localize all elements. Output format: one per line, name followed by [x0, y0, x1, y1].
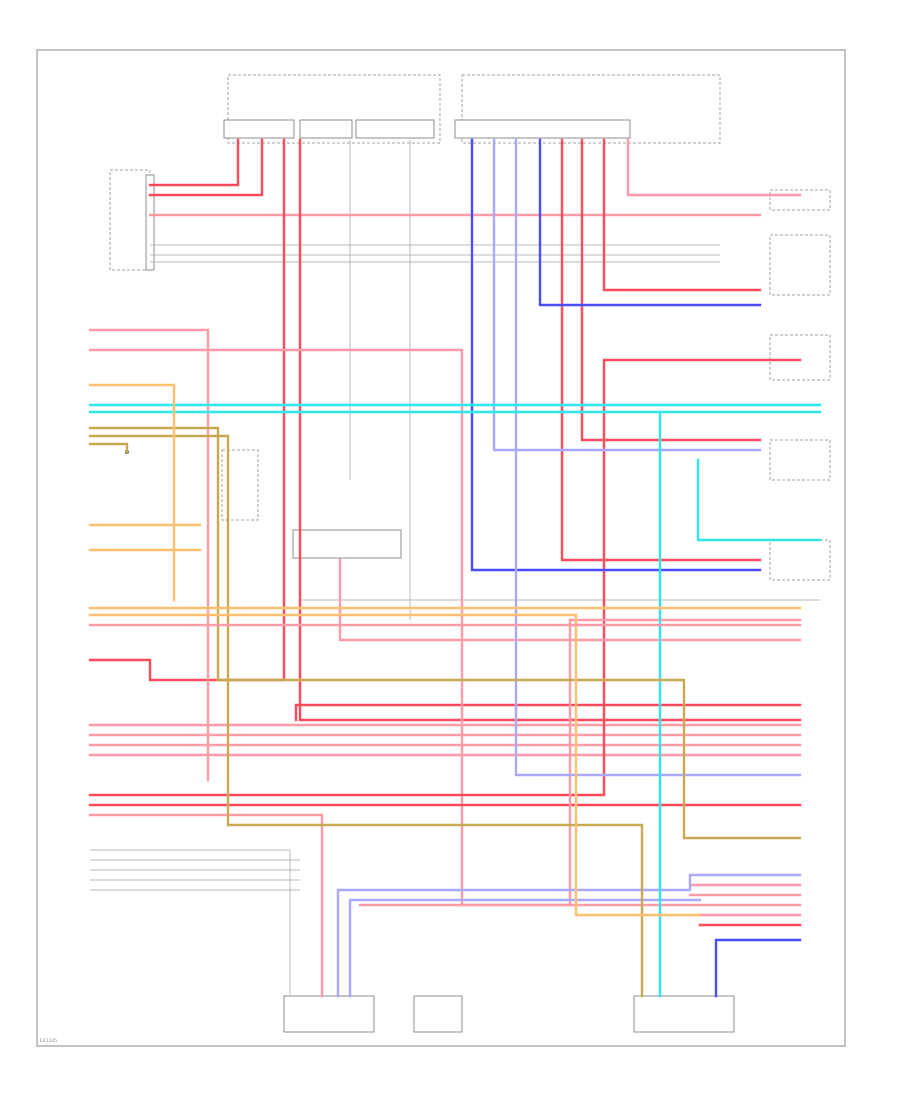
- wire-lav-04: [348, 898, 702, 998]
- top-connector-right: [454, 74, 721, 144]
- wire-pink-01: [626, 138, 802, 197]
- wire-orange-03: [88, 613, 702, 917]
- grey-wires: [90, 140, 820, 996]
- wire-red-10: [560, 138, 762, 562]
- wire-pink-03: [88, 348, 802, 907]
- wire-red-09: [580, 138, 762, 442]
- wire-red-04: [88, 138, 286, 682]
- wire-lav-01: [492, 138, 762, 452]
- right-connectors: [769, 189, 831, 581]
- wire-red-07: [88, 358, 802, 797]
- wire-blue-01: [538, 138, 762, 307]
- colored-wires: [88, 138, 822, 998]
- wire-pink-10: [338, 558, 802, 642]
- diagram-frame: [36, 49, 846, 1047]
- small-relay: [125, 449, 259, 521]
- wire-blue-02: [470, 138, 762, 572]
- diagram-id-label: E41245: [40, 1038, 57, 1044]
- wire-orange-01: [88, 383, 176, 602]
- bottom-module-right: [633, 995, 735, 1033]
- wire-lav-03: [336, 873, 802, 998]
- wire-red-05: [298, 138, 802, 722]
- wire-olive-02: [88, 434, 644, 998]
- wire-red-11: [602, 138, 762, 292]
- wire-pink-02: [88, 328, 210, 782]
- wire-olive-01: [88, 426, 802, 840]
- wire-red-01: [148, 138, 240, 187]
- wire-lav-02: [514, 138, 802, 777]
- wire-pink-09: [358, 618, 802, 907]
- wire-cyan-04: [696, 458, 822, 542]
- wire-blue-03: [714, 938, 802, 998]
- bottom-module-middle: [413, 995, 463, 1033]
- left-switch-block: [109, 169, 155, 271]
- bottom-module-left: [283, 995, 375, 1033]
- wire-pink-08: [88, 813, 324, 998]
- central-relay-box: [292, 529, 402, 559]
- wire-red-06: [294, 703, 802, 722]
- top-connector-left: [223, 74, 441, 144]
- wire-red-02: [148, 138, 264, 197]
- wire-olive-03: [88, 442, 129, 454]
- bottom-modules: [283, 995, 735, 1033]
